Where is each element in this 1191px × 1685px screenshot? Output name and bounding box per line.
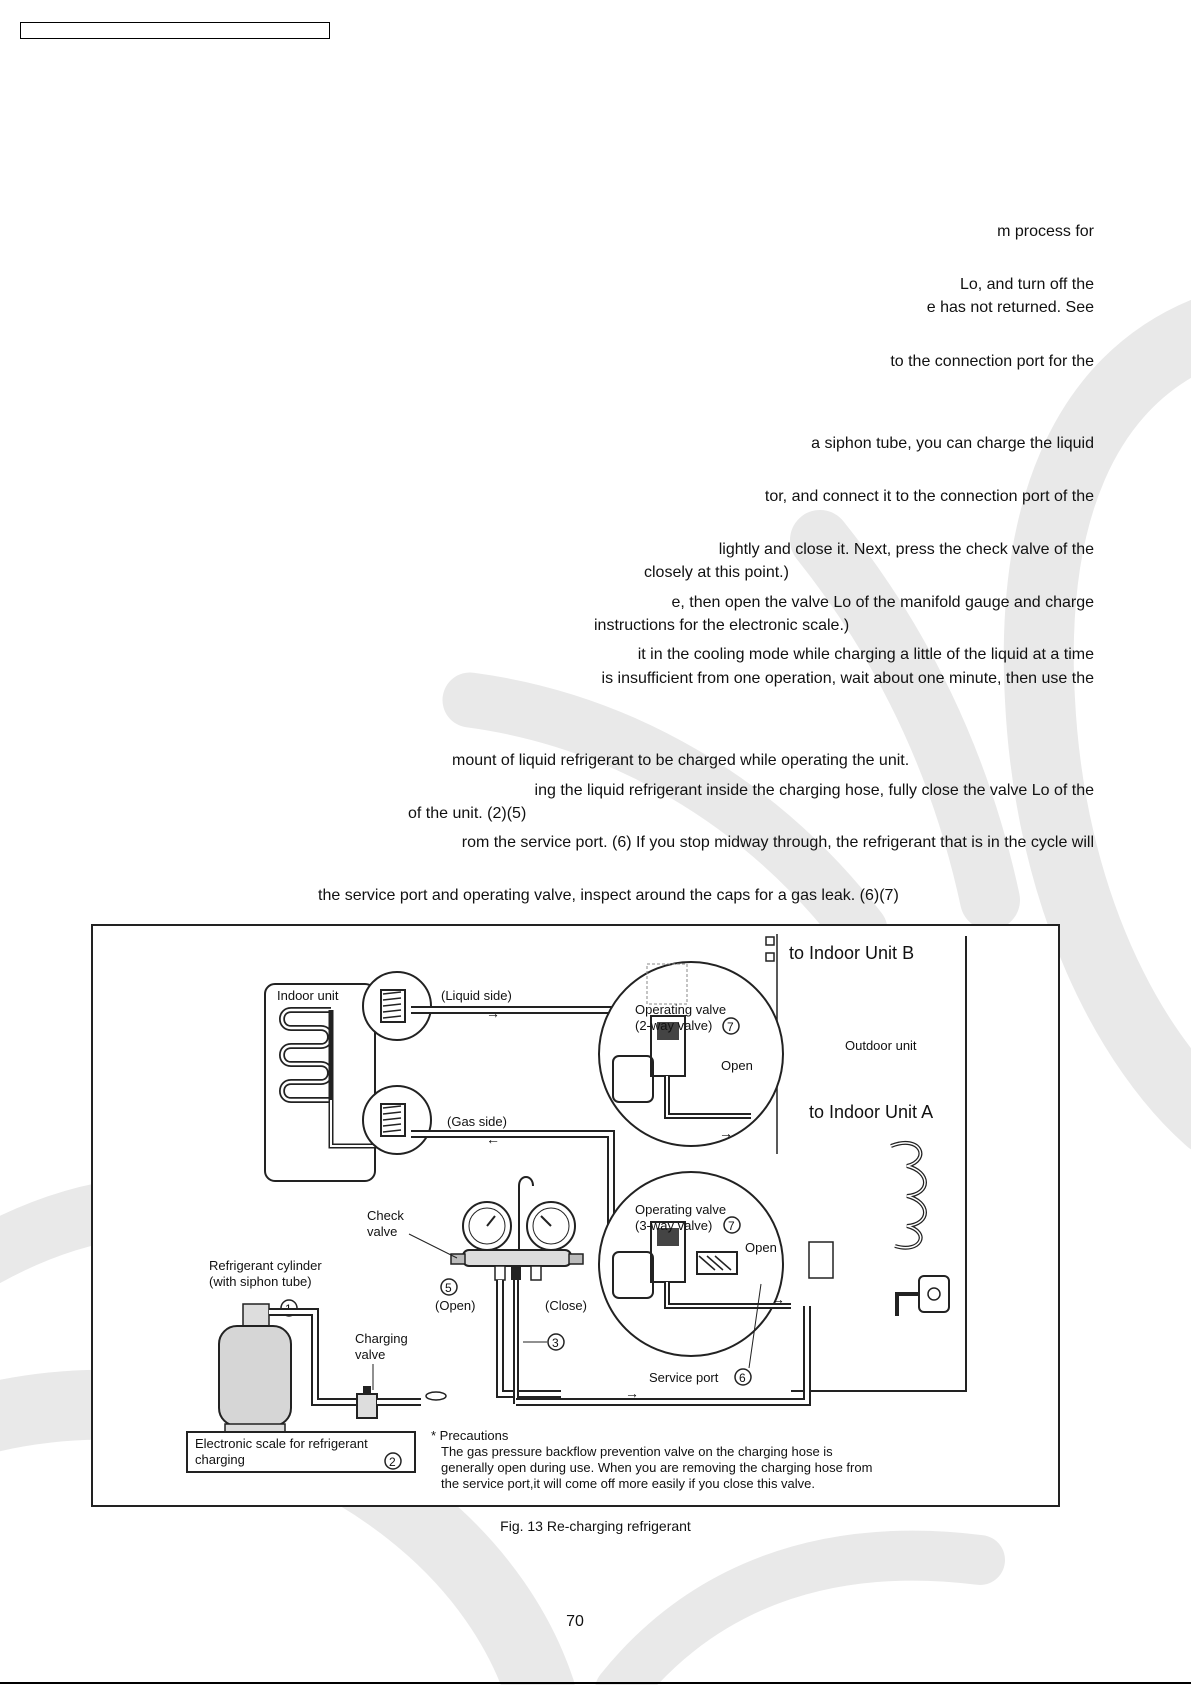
scale-label-1: Electronic scale for refrigerant — [195, 1436, 368, 1451]
precautions-title: * Precautions — [431, 1428, 509, 1443]
to-indoor-unit-a-label: to Indoor Unit A — [809, 1102, 933, 1122]
flow-arrow-service: → — [625, 1385, 639, 1401]
precautions-line-2: generally open during use. When you are … — [441, 1460, 872, 1475]
check-valve-label-2: valve — [367, 1224, 397, 1239]
text-line-13: mount of liquid refrigerant to be charge… — [452, 752, 910, 769]
page-number: 70 — [566, 1613, 584, 1630]
text-line-6: tor, and connect it to the connection po… — [764, 488, 1094, 505]
precautions-line-1: The gas pressure backflow prevention val… — [441, 1444, 833, 1459]
recharging-diagram: to Indoor Unit B Indoor unit (Liquid sid… — [91, 924, 1060, 1507]
service-port-label: Service port — [649, 1370, 719, 1385]
open-paren-label: (Open) — [435, 1298, 475, 1313]
indoor-unit-label: Indoor unit — [277, 988, 339, 1003]
text-line-12: is insufficient from one operation, wait… — [601, 670, 1094, 687]
text-line-9: e, then open the valve Lo of the manifol… — [671, 594, 1094, 611]
text-line-14: ing the liquid refrigerant inside the ch… — [534, 782, 1094, 799]
outdoor-unit-label: Outdoor unit — [845, 1038, 917, 1053]
cylinder-label-2: (with siphon tube) — [209, 1274, 312, 1289]
text-line-17: the service port and operating valve, in… — [318, 887, 899, 904]
text-line-11: it in the cooling mode while charging a … — [637, 646, 1094, 663]
num-6: 6 — [739, 1371, 746, 1385]
num-7b: 7 — [728, 1219, 735, 1233]
open-label-2way: Open — [721, 1058, 753, 1073]
figure-caption: Fig. 13 Re-charging refrigerant — [500, 1518, 691, 1534]
num-2: 2 — [389, 1455, 396, 1469]
text-line-7: lightly and close it. Next, press the ch… — [718, 541, 1094, 558]
precautions-line-3: the service port,it will come off more e… — [441, 1476, 815, 1491]
text-line-15: of the unit. (2)(5) — [408, 805, 527, 822]
scale-label-2: charging — [195, 1452, 245, 1467]
text-line-1: m process for — [997, 223, 1094, 240]
flow-arrow-3way: → — [771, 1291, 785, 1307]
op-valve-2way-label-2: (2-way valve) — [635, 1018, 712, 1033]
charging-valve-label-2: valve — [355, 1347, 385, 1362]
op-valve-3way-label-2: (3-way valve) — [635, 1218, 712, 1233]
open-label-3way: Open — [745, 1240, 777, 1255]
op-valve-2way-label-1: Operating valve — [635, 1002, 726, 1017]
text-line-10: instructions for the electronic scale.) — [594, 617, 850, 634]
text-line-3: e has not returned. See — [926, 299, 1094, 316]
bottom-rule — [0, 1682, 1191, 1684]
cylinder-label-1: Refrigerant cylinder — [209, 1258, 322, 1273]
charging-valve-label-1: Charging — [355, 1331, 408, 1346]
text-line-16: rom the service port. (6) If you stop mi… — [461, 834, 1094, 851]
liquid-side-label: (Liquid side) — [441, 988, 512, 1003]
text-line-8: closely at this point.) — [644, 564, 789, 581]
num-3: 3 — [552, 1336, 559, 1350]
header-box — [20, 22, 330, 39]
flow-arrow-a: → — [719, 1125, 733, 1141]
to-indoor-unit-b-label: to Indoor Unit B — [789, 943, 914, 963]
num-7a: 7 — [727, 1020, 734, 1034]
text-line-5: a siphon tube, you can charge the liquid — [811, 435, 1094, 452]
gas-side-label: (Gas side) — [447, 1114, 507, 1129]
text-line-2: Lo, and turn off the — [959, 276, 1094, 293]
text-line-4: to the connection port for the — [890, 353, 1094, 370]
op-valve-3way-label-1: Operating valve — [635, 1202, 726, 1217]
close-paren-label: (Close) — [545, 1298, 587, 1313]
check-valve-label-1: Check — [367, 1208, 404, 1223]
num-5: 5 — [445, 1281, 452, 1295]
